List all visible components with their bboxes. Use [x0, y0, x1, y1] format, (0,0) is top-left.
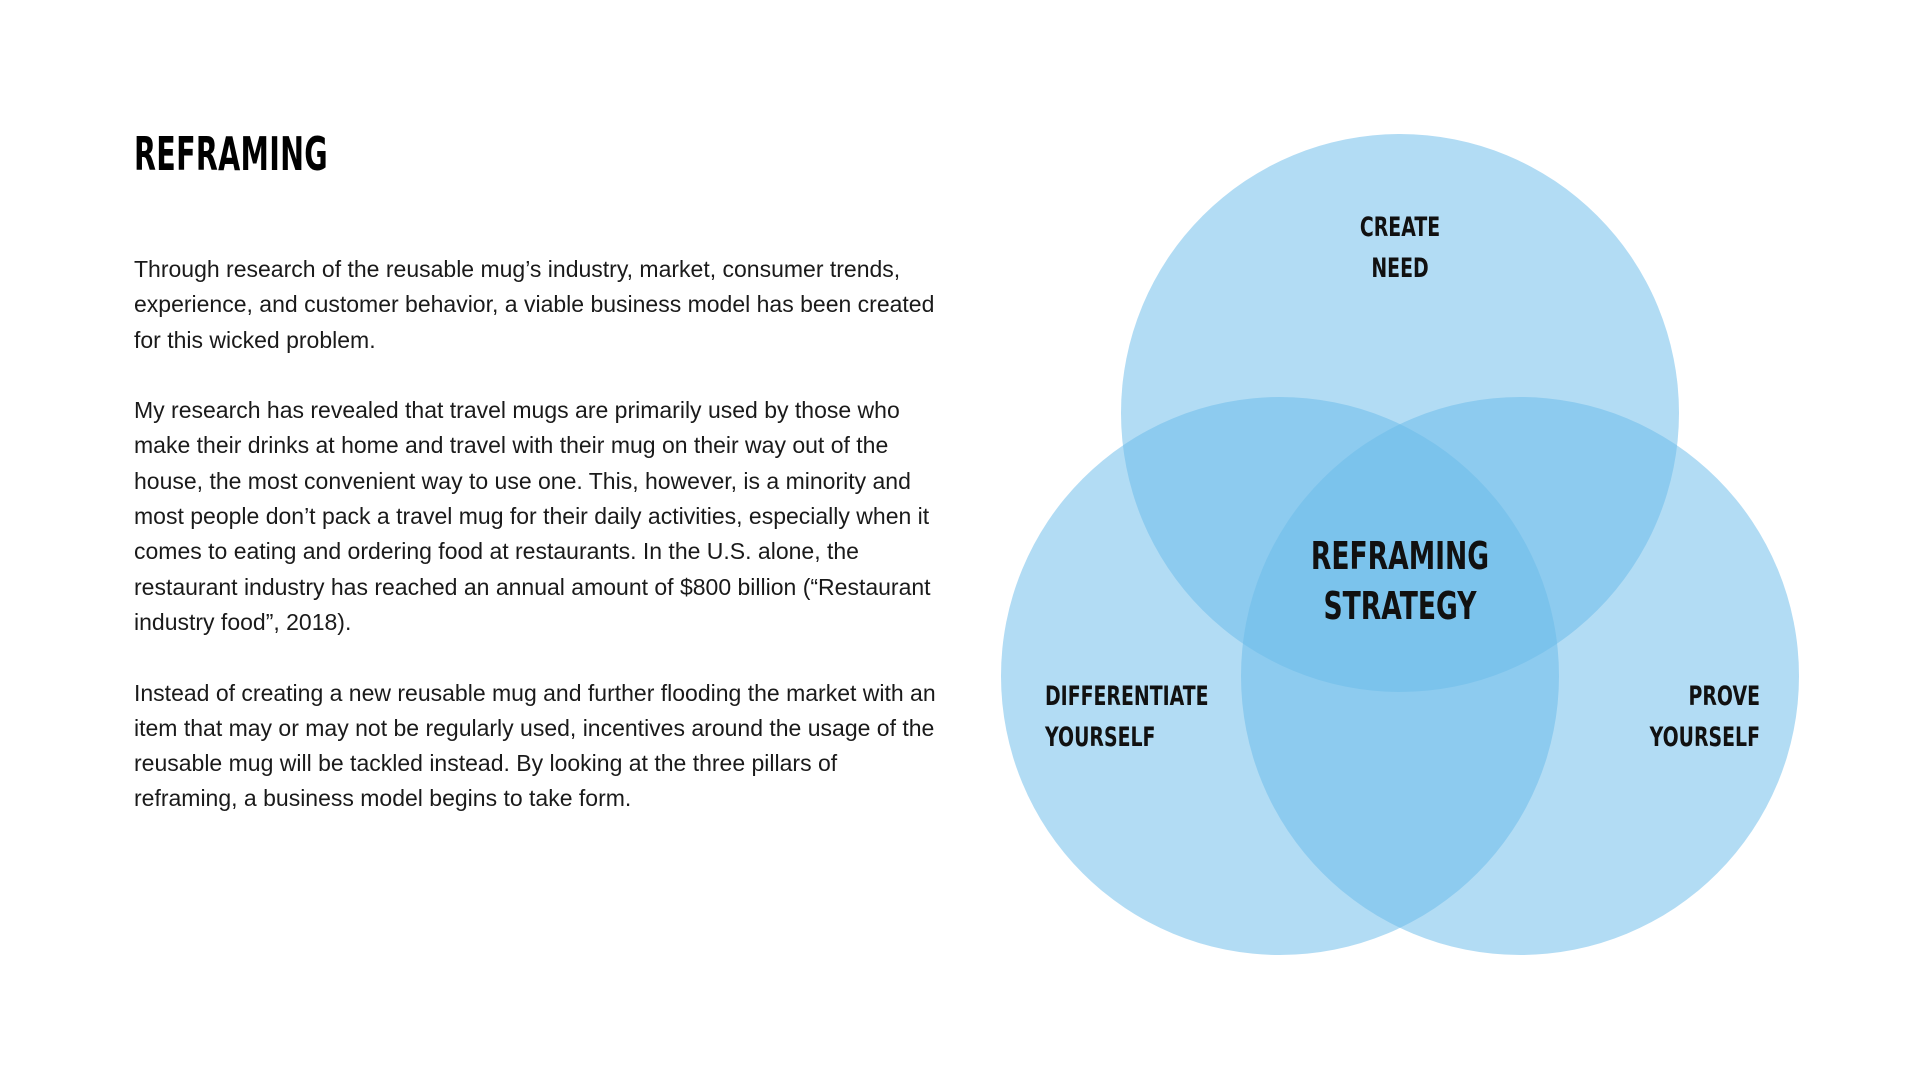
paragraph-research: Through research of the reusable mug’s i… [134, 256, 935, 353]
paragraph-approach: Instead of creating a new reusable mug a… [134, 679, 936, 812]
label-center-line2: STRATEGY [1323, 584, 1477, 628]
paragraph-findings: My research has revealed that travel mug… [134, 397, 931, 635]
label-right-line2: YOURSELF [1649, 722, 1760, 753]
label-top-line1: CREATE [1360, 212, 1440, 243]
page-title: REFRAMING [134, 127, 329, 181]
venn-circle-right [1241, 397, 1799, 955]
label-left-line2: YOURSELF [1044, 722, 1155, 753]
label-right-line1: PROVE [1689, 681, 1760, 712]
label-left-line1: DIFFERENTIATE [1045, 681, 1209, 712]
label-center-line1: REFRAMING [1311, 534, 1489, 578]
body-text: Through research of the reusable mug’s i… [134, 252, 944, 852]
label-top-line2: NEED [1371, 253, 1428, 284]
